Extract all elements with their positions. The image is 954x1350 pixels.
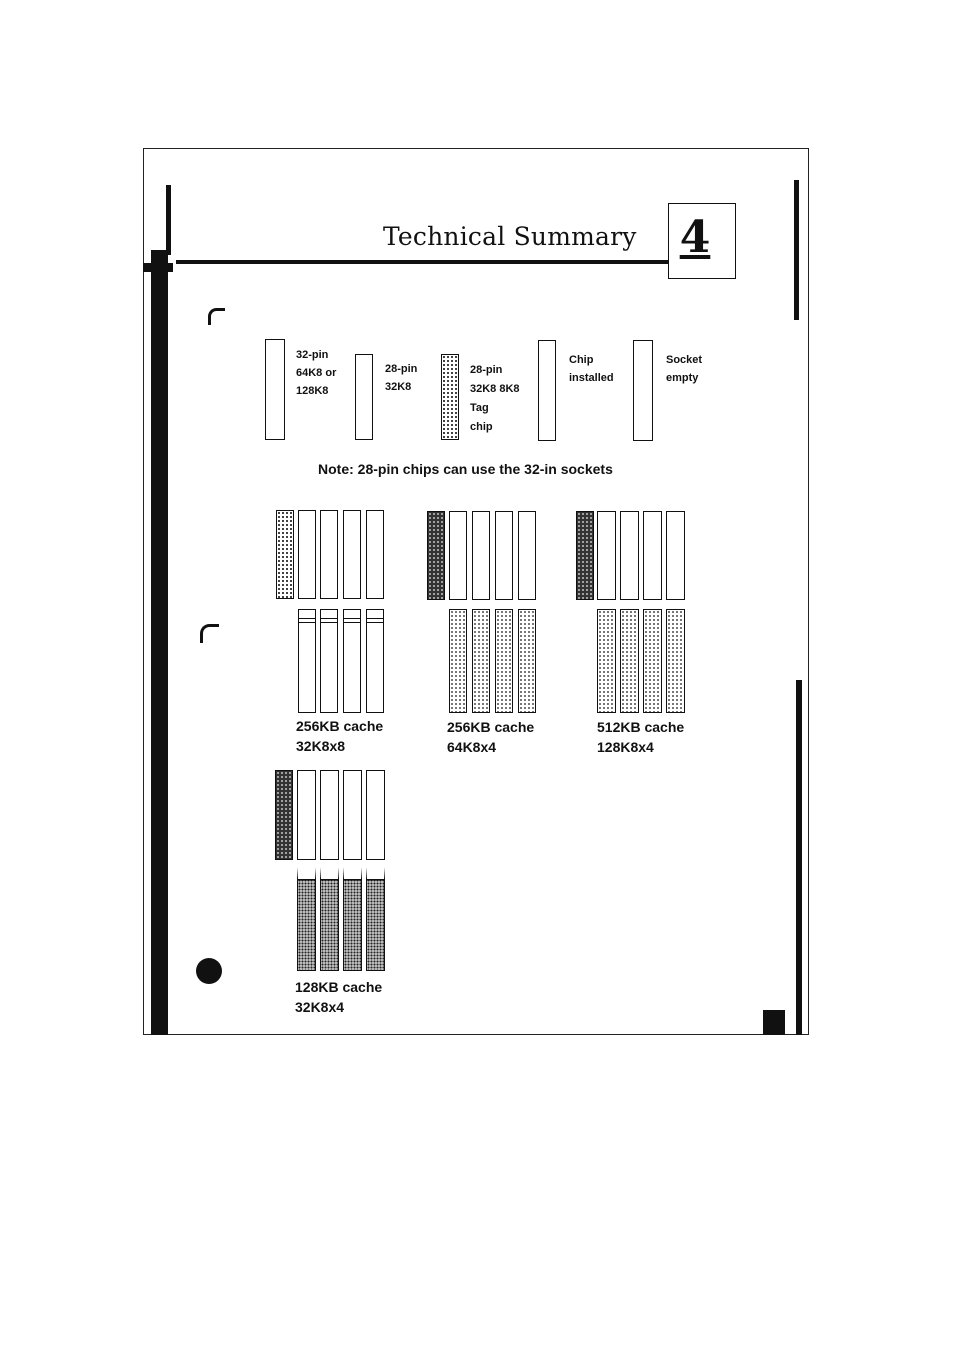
socket: [320, 770, 339, 860]
chip: [518, 609, 536, 713]
socket: [320, 510, 338, 599]
legend-chip-empty: [633, 340, 653, 441]
chip: [495, 609, 513, 713]
tag-chip: [276, 510, 294, 599]
socket: [597, 511, 616, 600]
config-label: 256KB cache 64K8x4: [447, 717, 534, 757]
chip: [297, 867, 316, 971]
chip: [343, 867, 362, 971]
socket: [298, 510, 316, 599]
binder-hole-top: [208, 308, 225, 325]
left-spine-tab: [143, 263, 173, 272]
legend-chip-installed: [538, 340, 556, 441]
legend-label-tag: 28-pin 32K8 8K8 Tag chip: [470, 361, 520, 437]
right-edge-mark: [794, 180, 799, 320]
config-label: 128KB cache 32K8x4: [295, 977, 382, 1017]
legend-chip-tag: [441, 354, 459, 440]
chapter-number: 4: [669, 212, 721, 263]
socket: [343, 510, 361, 599]
legend-label-28pin: 28-pin 32K8: [385, 360, 417, 396]
socket: [472, 511, 490, 600]
legend-label-installed: Chip installed: [569, 351, 614, 387]
note-text: Note: 28-pin chips can use the 32-in soc…: [318, 461, 613, 477]
chip: [343, 609, 361, 713]
socket: [343, 770, 362, 860]
chip: [449, 609, 467, 713]
chapter-box: 4: [668, 203, 736, 279]
socket: [620, 511, 639, 600]
chip: [620, 609, 639, 713]
tag-chip: [576, 511, 594, 600]
chip: [298, 609, 316, 713]
chip: [472, 609, 490, 713]
corner-mark: [763, 1010, 785, 1035]
socket: [366, 510, 384, 599]
legend-label-32pin: 32-pin 64K8 or 128K8: [296, 346, 336, 400]
socket: [366, 770, 385, 860]
socket: [518, 511, 536, 600]
socket: [666, 511, 685, 600]
chip: [366, 609, 384, 713]
chip: [643, 609, 662, 713]
chip: [320, 609, 338, 713]
socket: [643, 511, 662, 600]
tag-chip: [275, 770, 293, 860]
legend-label-empty: Socket empty: [666, 351, 702, 387]
chip: [320, 867, 339, 971]
legend-chip-28pin: [355, 354, 373, 440]
chip: [597, 609, 616, 713]
socket: [449, 511, 467, 600]
legend-chip-32pin: [265, 339, 285, 440]
left-spine-upper: [166, 185, 171, 255]
config-label: 256KB cache 32K8x8: [296, 716, 383, 756]
left-spine-edge: [151, 250, 168, 1035]
binder-hole-bottom: [196, 958, 222, 984]
socket: [297, 770, 316, 860]
page-title: Technical Summary: [383, 222, 637, 251]
right-edge-mark-lower: [796, 680, 802, 1035]
tag-chip: [427, 511, 445, 600]
socket: [495, 511, 513, 600]
config-label: 512KB cache 128K8x4: [597, 717, 684, 757]
chip: [366, 867, 385, 971]
chip: [666, 609, 685, 713]
binder-hole-middle: [200, 624, 219, 643]
header-rule: [176, 260, 668, 264]
